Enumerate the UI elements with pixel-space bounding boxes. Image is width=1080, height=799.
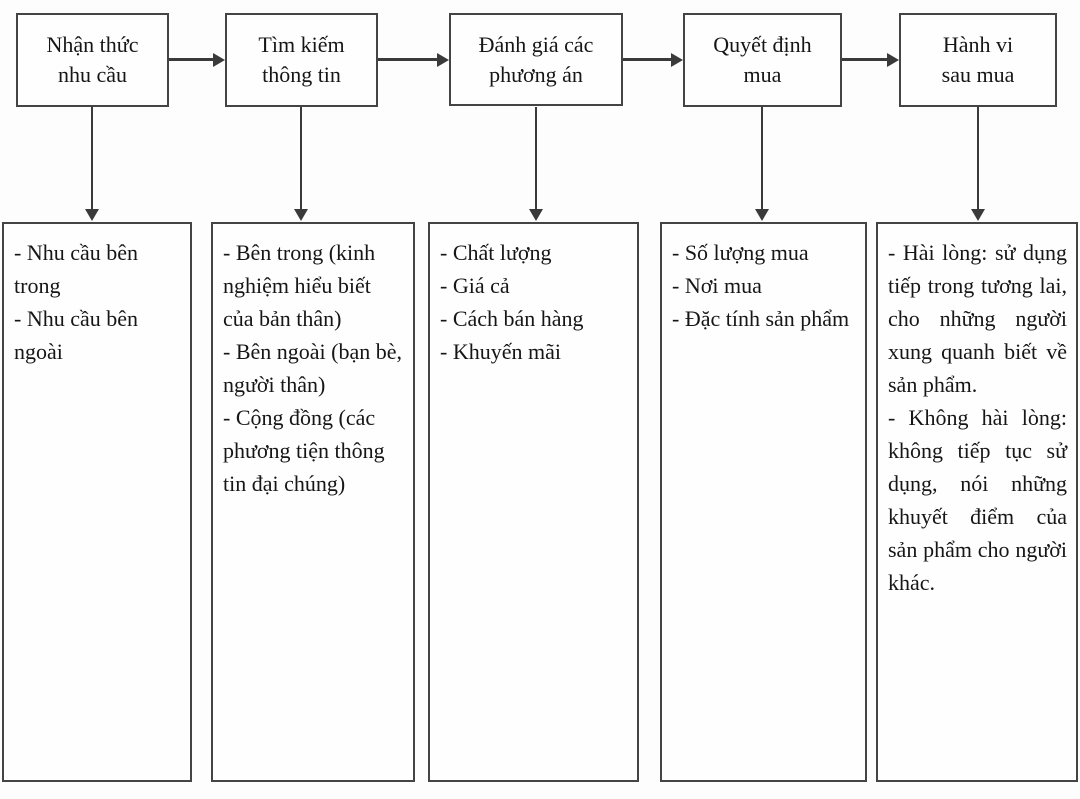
detail-item: - Nhu cầu bên ngoài: [14, 306, 139, 364]
arrow-evaluation-down-icon: [529, 107, 543, 221]
stage-title-line: Đánh giá các: [478, 31, 594, 57]
detail-item: - Giá cả: [440, 273, 510, 298]
detail-box-information-search: - Bên trong (kinh nghiệm hiểu biết của b…: [211, 222, 415, 782]
detail-item: - Bên ngoài (bạn bè, người thân): [223, 339, 402, 397]
stage-box-post-purchase-behavior: Hành vi sau mua: [899, 13, 1057, 107]
detail-item: - Số lượng mua: [672, 240, 809, 265]
stage-title-line: Hành vi: [942, 32, 1014, 57]
detail-item: - Bên trong (kinh nghiệm hiểu biết của b…: [223, 240, 376, 331]
detail-item: - Đặc tính sản phẩm: [672, 306, 850, 331]
detail-item: - Cộng đồng (các phương tiện thông tin đ…: [223, 405, 385, 496]
detail-item: - Nơi mua: [672, 273, 762, 298]
detail-item: - Khuyến mãi: [440, 339, 561, 364]
stage-title-line: phương án: [489, 61, 583, 87]
arrow-stage1-to-stage2-icon: [169, 52, 225, 67]
detail-item: - Không hài lòng: không tiếp tục sử dụng…: [888, 405, 1067, 595]
arrow-post-purchase-down-icon: [971, 107, 985, 221]
arrow-information-search-down-icon: [294, 107, 308, 221]
stage-box-purchase-decision: Quyết định mua: [683, 13, 842, 107]
stage-box-need-recognition: Nhận thức nhu cầu: [16, 13, 169, 107]
detail-box-post-purchase-behavior: - Hài lòng: sử dụng tiếp trong tương lai…: [876, 222, 1078, 782]
stage-box-evaluation-of-alternatives: Đánh giá các phương án: [449, 13, 623, 106]
stage-title-line: mua: [743, 62, 782, 87]
detail-box-evaluation-of-alternatives: - Chất lượng - Giá cả - Cách bán hàng - …: [428, 222, 639, 782]
detail-item: - Chất lượng: [440, 240, 552, 265]
arrow-stage3-to-stage4-icon: [623, 52, 683, 67]
stage-title-line: sau mua: [941, 62, 1015, 87]
stage-box-information-search: Tìm kiếm thông tin: [225, 13, 378, 107]
detail-item: - Hài lòng: sử dụng tiếp trong tương lai…: [888, 240, 1067, 397]
detail-item: - Nhu cầu bên trong: [14, 240, 139, 298]
stage-title-line: Nhận thức: [46, 32, 139, 57]
detail-box-purchase-decision: - Số lượng mua - Nơi mua - Đặc tính sản …: [660, 222, 867, 782]
arrow-need-recognition-down-icon: [85, 107, 99, 221]
arrow-purchase-decision-down-icon: [755, 107, 769, 221]
detail-item: - Cách bán hàng: [440, 306, 584, 331]
stage-title-line: thông tin: [262, 62, 341, 87]
stage-title-line: nhu cầu: [57, 62, 128, 87]
stage-title-line: Quyết định: [713, 32, 812, 57]
arrow-stage2-to-stage3-icon: [378, 52, 449, 67]
detail-box-need-recognition: - Nhu cầu bên trong - Nhu cầu bên ngoài: [2, 222, 192, 782]
stage-title-line: Tìm kiếm: [258, 32, 345, 57]
arrow-stage4-to-stage5-icon: [842, 52, 899, 67]
